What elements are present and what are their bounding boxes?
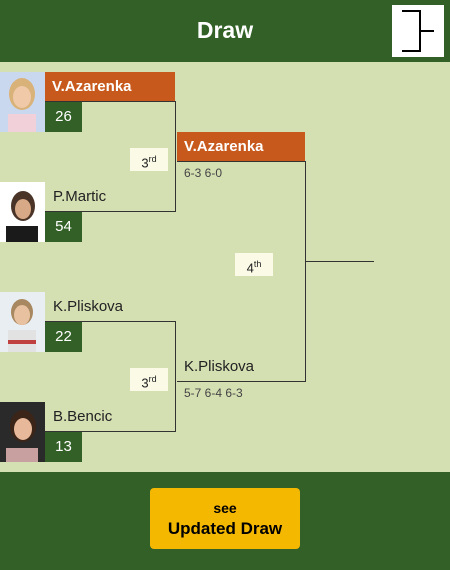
- player-name[interactable]: V.Azarenka: [45, 72, 175, 102]
- bracket-line: [45, 101, 175, 102]
- page-title: Draw: [196, 17, 254, 43]
- updated-draw-button[interactable]: see Updated Draw: [150, 488, 300, 549]
- bracket-line: [177, 381, 305, 382]
- header-bar: [0, 0, 450, 62]
- seed-badge: 26: [45, 102, 82, 132]
- round-tag: 3rd: [130, 148, 168, 171]
- match-score: 5-7 6-4 6-3: [184, 386, 243, 400]
- match-score: 6-3 6-0: [184, 166, 223, 180]
- seed-badge: 54: [45, 212, 82, 242]
- bracket-line: [45, 431, 175, 432]
- avatar: [0, 72, 45, 132]
- avatar: [0, 292, 45, 352]
- seed-badge: 13: [45, 432, 82, 462]
- bracket-icon[interactable]: [392, 5, 444, 57]
- seed-badge: 22: [45, 322, 82, 352]
- result-name[interactable]: K.Pliskova: [184, 358, 255, 375]
- round-tag: 3rd: [130, 368, 168, 391]
- bracket-line: [305, 261, 374, 262]
- avatar: [0, 402, 45, 462]
- round-tag: 4th: [235, 253, 273, 276]
- result-name[interactable]: V.Azarenka: [177, 132, 305, 162]
- player-name[interactable]: P.Martic: [53, 188, 107, 205]
- player-name[interactable]: B.Bencic: [53, 408, 113, 425]
- bracket-line: [45, 211, 175, 212]
- cta-line2: Updated Draw: [167, 519, 283, 538]
- avatar: [0, 182, 45, 242]
- bracket-line: [175, 321, 176, 432]
- player-name[interactable]: K.Pliskova: [53, 298, 124, 315]
- bracket-line: [177, 161, 305, 162]
- cta-line1: see: [213, 500, 237, 516]
- bracket-line: [175, 101, 176, 212]
- bracket-line: [305, 161, 306, 382]
- bracket-line: [45, 321, 175, 322]
